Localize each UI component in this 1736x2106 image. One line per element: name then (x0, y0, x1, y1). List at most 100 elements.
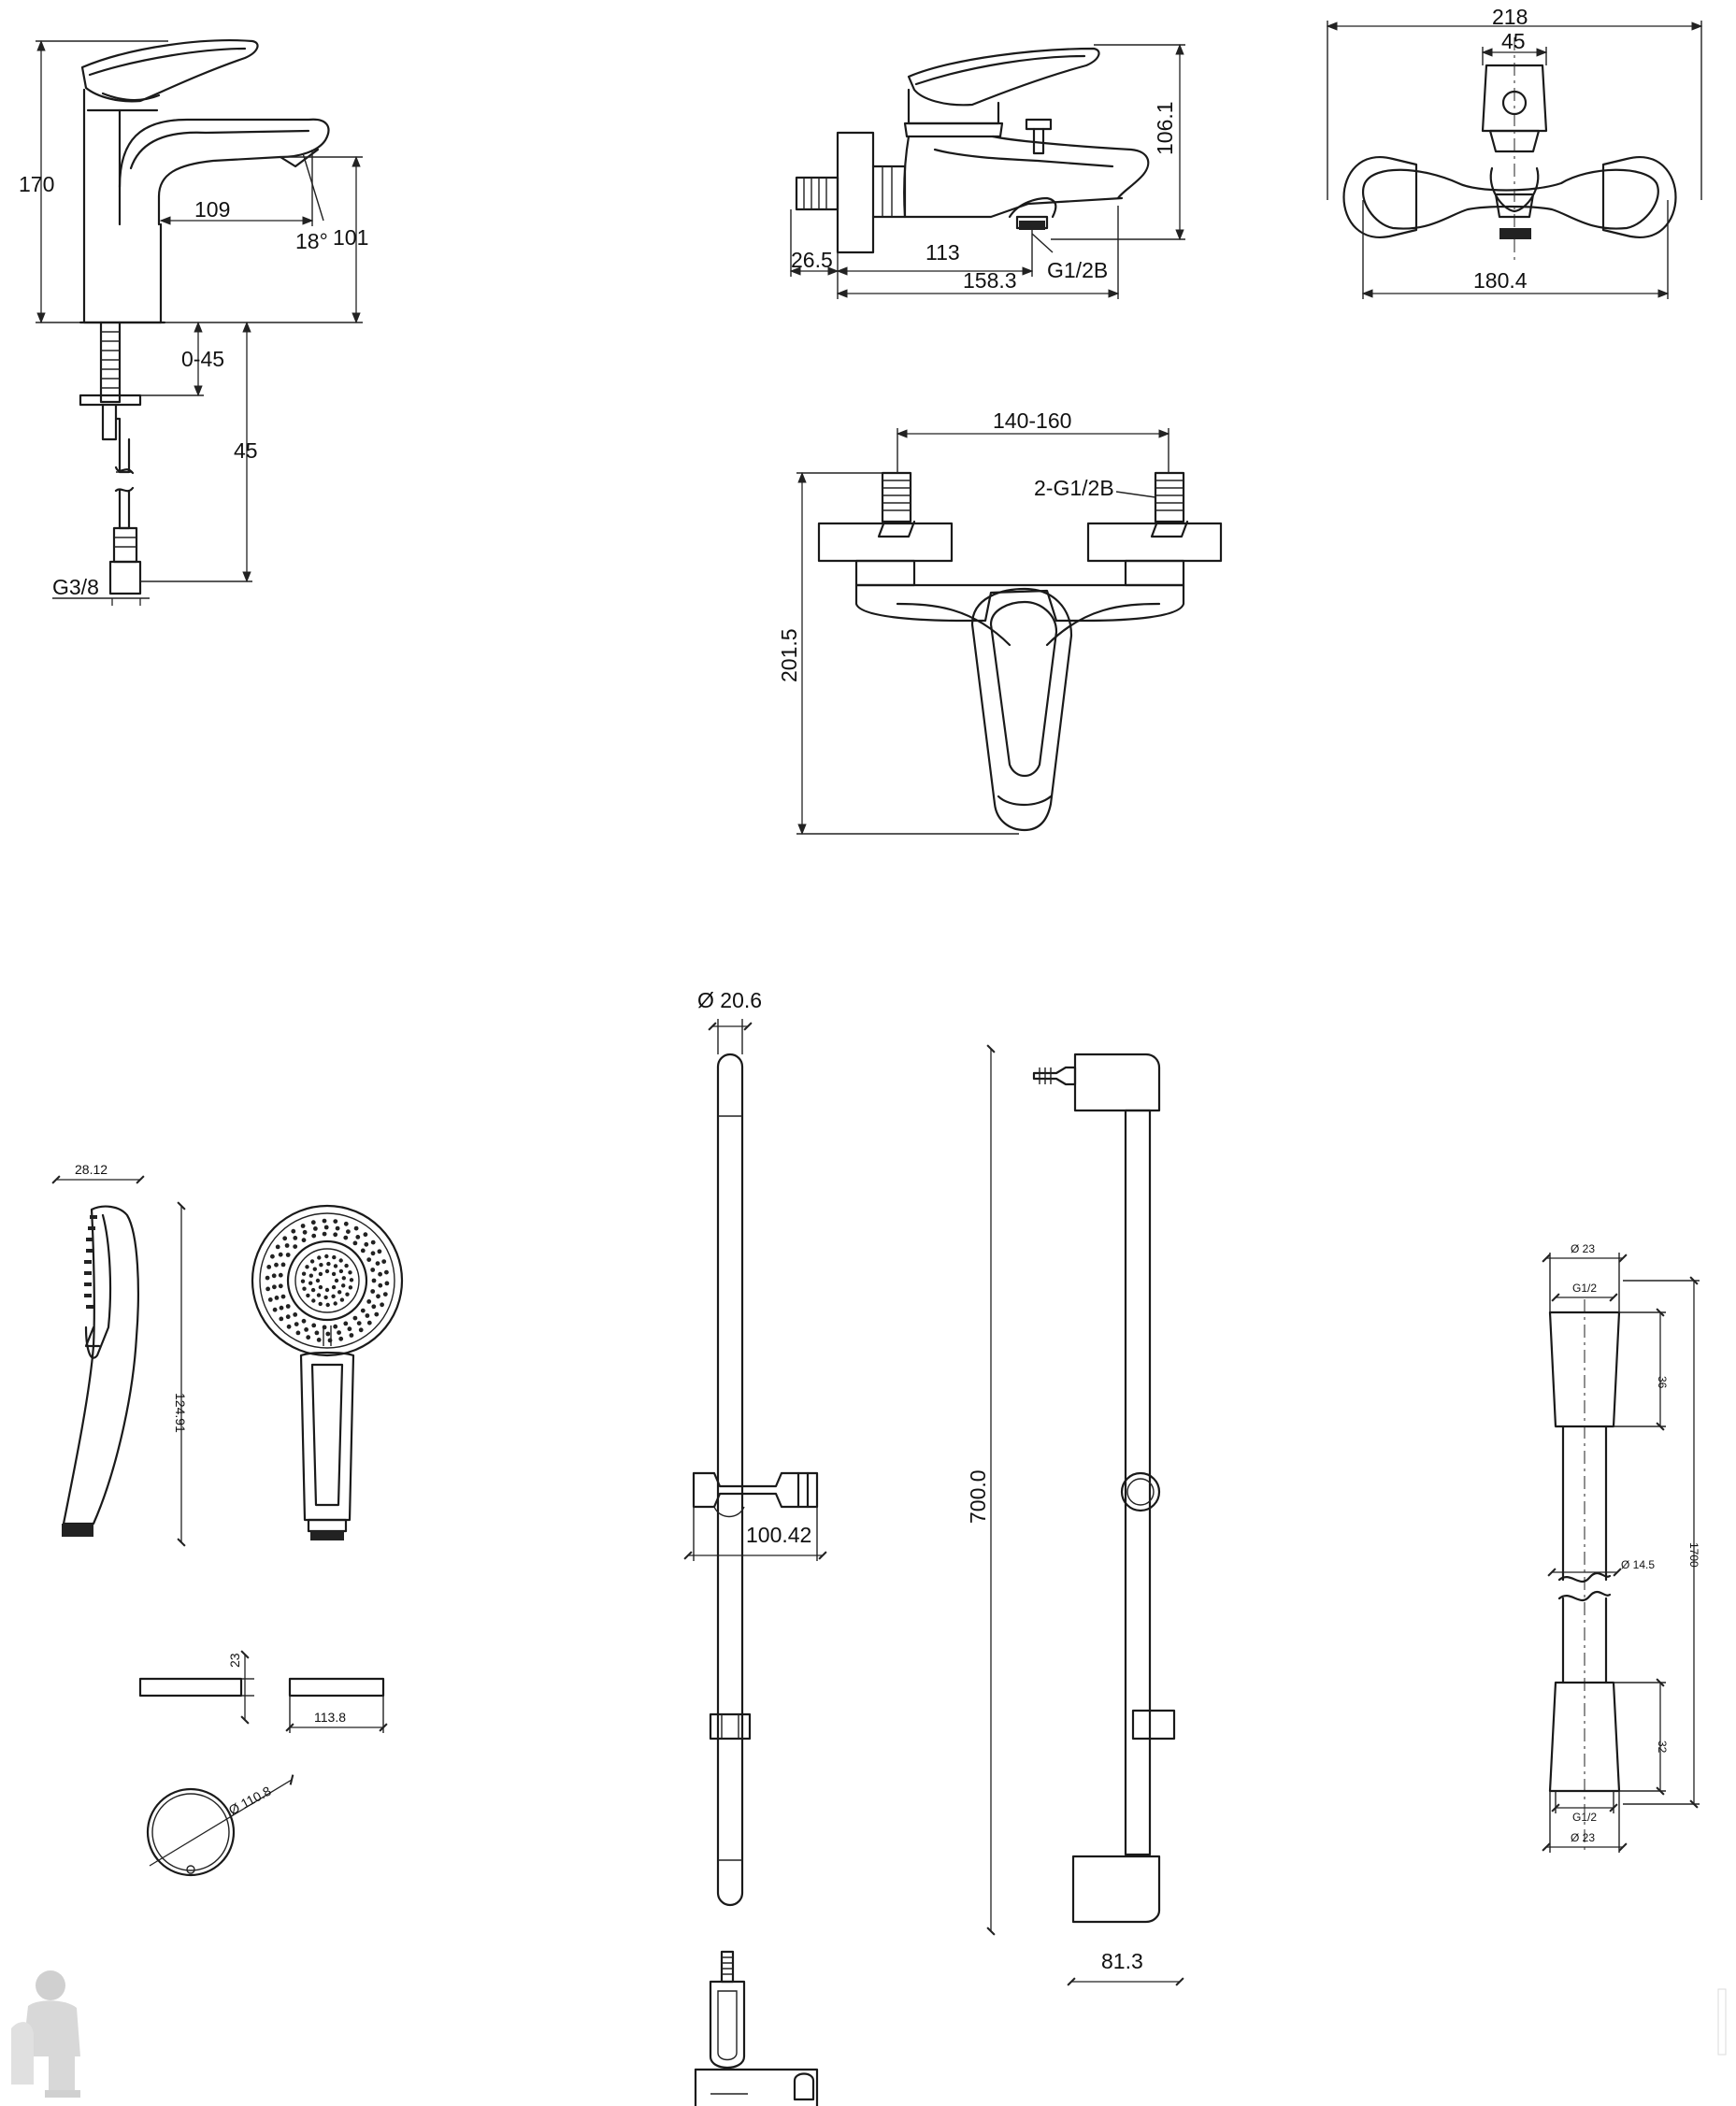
nozzle-dot (334, 1278, 339, 1283)
nozzle-dot (333, 1232, 338, 1238)
nozzle-dot (301, 1238, 307, 1243)
nozzle-dot (364, 1241, 369, 1247)
dim-total-depth: 158.3 (963, 268, 1017, 293)
dim-slider-width: 100.42 (746, 1523, 811, 1547)
basin-mixer-side-view: 170 109 18° 101 0-45 45 G3/8 (19, 39, 368, 606)
nozzle-dot (310, 1287, 316, 1293)
nozzle-dot (365, 1313, 370, 1318)
nozzle-dot (378, 1282, 383, 1288)
nozzle-dot (349, 1333, 354, 1338)
nozzle-dot (339, 1297, 345, 1302)
dim-hose-thread: G3/8 (52, 575, 99, 599)
nozzle-dot (356, 1321, 362, 1325)
nozzle-dot (280, 1262, 286, 1268)
nozzle-dot (294, 1322, 299, 1326)
nozzle-dot (363, 1232, 368, 1238)
nozzle-dot (366, 1257, 372, 1262)
nozzle-dot (304, 1327, 308, 1332)
nozzle-dot (371, 1304, 377, 1310)
nozzle-dot (306, 1293, 310, 1298)
nozzle-dot (360, 1248, 366, 1254)
nozzle-dot (370, 1289, 376, 1294)
dim-nut-length-top: 36 (1656, 1376, 1669, 1389)
nozzle-dot (318, 1284, 323, 1290)
nozzle-dot (314, 1330, 320, 1336)
nozzle-dot (324, 1287, 330, 1293)
dim-plate-width: 113.8 (314, 1710, 346, 1725)
nozzle-dot (319, 1263, 323, 1268)
nozzle-dot (338, 1336, 344, 1341)
dim-wall-offset: 81.3 (1101, 1949, 1143, 1973)
nozzle-dot (313, 1226, 318, 1231)
nozzle-dot (265, 1286, 270, 1292)
dim-height-total: 170 (19, 172, 54, 196)
dim-hose-length: 1700 (1687, 1542, 1700, 1568)
nozzle-dot (285, 1253, 291, 1257)
nozzle-dot (311, 1233, 317, 1239)
nozzle-dot (352, 1240, 358, 1246)
side-watermark (1717, 1988, 1727, 2056)
hand-shower-views: 28.12 124.91 23 113.8 Ø (51, 1162, 404, 1877)
nozzle-dot (333, 1219, 338, 1224)
nozzle-dot (377, 1249, 382, 1254)
nozzle-dot (331, 1294, 336, 1299)
nozzle-dot (278, 1252, 283, 1257)
dim-spout-reach: 109 (194, 197, 230, 222)
nozzle-dot (325, 1302, 330, 1308)
nozzle-dot (324, 1268, 330, 1274)
nozzle-dot (280, 1294, 286, 1299)
nozzle-dot (338, 1258, 343, 1263)
nozzle-dot (374, 1311, 380, 1317)
nozzle-dot (333, 1264, 338, 1268)
nozzle-dot (295, 1330, 301, 1336)
dim-thread-bottom: G1/2 (1572, 1811, 1597, 1824)
nozzle-dot (384, 1281, 390, 1286)
dim-inlet-centres: 140-160 (993, 408, 1071, 433)
slide-rail-views: Ø 20.6 100.42 700.0 81.3 (683, 988, 1184, 2106)
nozzle-dot (300, 1279, 306, 1283)
nozzle-dot (301, 1318, 307, 1324)
nozzle-dot (345, 1292, 350, 1297)
nozzle-dot (305, 1265, 309, 1269)
nozzle-dot (274, 1262, 279, 1268)
nozzle-dot (271, 1273, 277, 1279)
nozzle-dot (270, 1254, 275, 1259)
bath-mixer-side-view: 106.1 26.5 113 G1/2B 158.3 (789, 43, 1185, 299)
nozzle-dot (301, 1271, 307, 1276)
nozzle-dot (311, 1298, 316, 1303)
nozzle-dot (341, 1276, 346, 1281)
dim-nut-diameter-top: Ø 23 (1571, 1242, 1595, 1255)
nozzle-dot (284, 1243, 290, 1248)
dim-diverter-thread: G1/2B (1047, 258, 1108, 282)
plumber-logo (11, 1970, 80, 2098)
dim-spout-offset: 113 (925, 240, 960, 265)
nozzle-dot (366, 1299, 372, 1304)
dim-cartridge-width: 45 (1501, 29, 1526, 53)
nozzle-dot (384, 1269, 389, 1275)
nozzle-dot (282, 1236, 288, 1241)
nozzle-dot (309, 1259, 315, 1264)
nozzle-dot (380, 1302, 384, 1308)
nozzle-dot (322, 1218, 327, 1224)
nozzle-dot (317, 1255, 322, 1260)
nozzle-dot (371, 1278, 377, 1283)
nozzle-dot (338, 1268, 344, 1274)
dim-spout-height: 101 (333, 225, 368, 250)
nozzle-dot (333, 1324, 338, 1329)
nozzle-dot (316, 1293, 322, 1297)
dim-face-diameter: Ø 110.8 (226, 1784, 274, 1818)
nozzle-dot (265, 1275, 270, 1281)
nozzle-dot (286, 1324, 292, 1329)
nozzle-dot (331, 1284, 337, 1290)
dim-inlet-depth: 26.5 (791, 248, 833, 272)
nozzle-dot (346, 1229, 351, 1234)
dim-thread-top: G1/2 (1572, 1282, 1597, 1295)
nozzle-dot (376, 1294, 380, 1299)
nozzle-dot (341, 1283, 346, 1288)
dim-plate-thickness: 23 (227, 1653, 242, 1668)
dim-hose-diameter: Ø 14.5 (1621, 1558, 1655, 1571)
nozzle-dot (347, 1326, 352, 1332)
shower-nozzles-outer (265, 1218, 390, 1343)
nozzle-dot (325, 1331, 331, 1337)
